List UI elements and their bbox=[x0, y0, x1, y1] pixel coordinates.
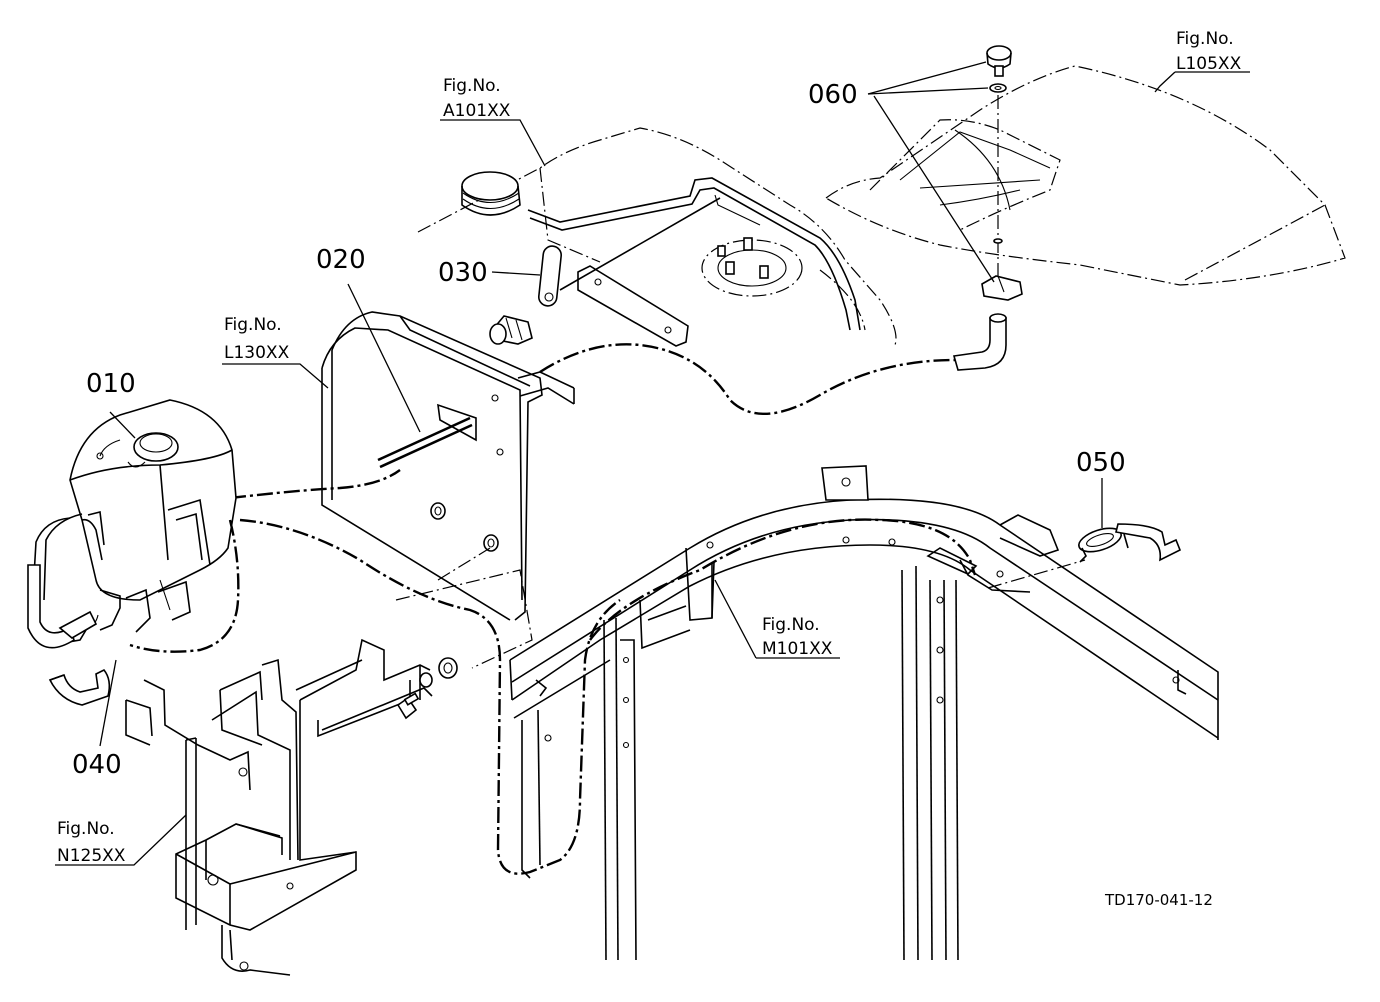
part-label-010: 010 bbox=[86, 369, 136, 399]
overflow-hose-route-upper bbox=[539, 343, 956, 416]
part-label-060: 060 bbox=[808, 80, 858, 110]
fig-ref-l130-line2: L130XX bbox=[224, 343, 290, 363]
fig-ref-n125: Fig.No. N125XX bbox=[57, 819, 126, 866]
drawing-number: TD170-041-12 bbox=[1104, 891, 1213, 909]
hood-outline bbox=[824, 65, 1346, 286]
frame-hose-route bbox=[589, 518, 977, 641]
upper-hose-end bbox=[952, 313, 1007, 371]
fig-ref-l105-line1: Fig.No. bbox=[1176, 29, 1234, 49]
part-040-drain-hose bbox=[27, 564, 111, 706]
part-label-030: 030 bbox=[438, 258, 488, 288]
part-label-020: 020 bbox=[316, 245, 366, 275]
tank-to-frame-hose bbox=[239, 518, 621, 875]
frame-hose-route-right bbox=[987, 559, 1086, 589]
part-label-040: 040 bbox=[72, 750, 122, 780]
fig-ref-l105: Fig.No. L105XX bbox=[1176, 29, 1242, 74]
fig-ref-m101-line1: Fig.No. bbox=[762, 615, 820, 635]
filler-neck bbox=[461, 171, 521, 216]
fig-ref-m101-line2: M101XX bbox=[762, 639, 833, 659]
tank-bracket-n125 bbox=[125, 638, 433, 976]
fig-ref-m101: Fig.No. M101XX bbox=[762, 615, 833, 659]
part-020-hose bbox=[377, 416, 473, 469]
side-panel-l130 bbox=[321, 311, 575, 621]
fig-ref-a101: Fig.No. A101XX bbox=[443, 76, 511, 121]
bracket-fasteners bbox=[396, 657, 458, 720]
main-frame-m101 bbox=[509, 465, 1219, 961]
fig-ref-a101-line1: Fig.No. bbox=[443, 76, 501, 96]
part-030-clip bbox=[489, 245, 562, 345]
fig-ref-l105-line2: L105XX bbox=[1176, 54, 1242, 74]
fig-ref-n125-line2: N125XX bbox=[57, 846, 126, 866]
part-050-hose-clamp bbox=[1078, 523, 1182, 563]
fig-ref-l130-line1: Fig.No. bbox=[224, 315, 282, 335]
radiator-shroud-outline bbox=[417, 127, 897, 346]
overflow-hose-route-mid bbox=[229, 469, 401, 500]
leader-lines bbox=[55, 61, 1250, 866]
part-010-reserve-tank bbox=[69, 399, 237, 633]
fig-ref-l130: Fig.No. L130XX bbox=[224, 315, 290, 363]
lower-hose-route bbox=[129, 519, 240, 653]
hose-bracket-plate bbox=[559, 197, 721, 347]
part-060-clip-bolt bbox=[981, 45, 1023, 301]
part-label-050: 050 bbox=[1076, 448, 1126, 478]
fig-ref-a101-line2: A101XX bbox=[443, 101, 511, 121]
radiator-core bbox=[701, 237, 803, 297]
fig-ref-n125-line1: Fig.No. bbox=[57, 819, 115, 839]
